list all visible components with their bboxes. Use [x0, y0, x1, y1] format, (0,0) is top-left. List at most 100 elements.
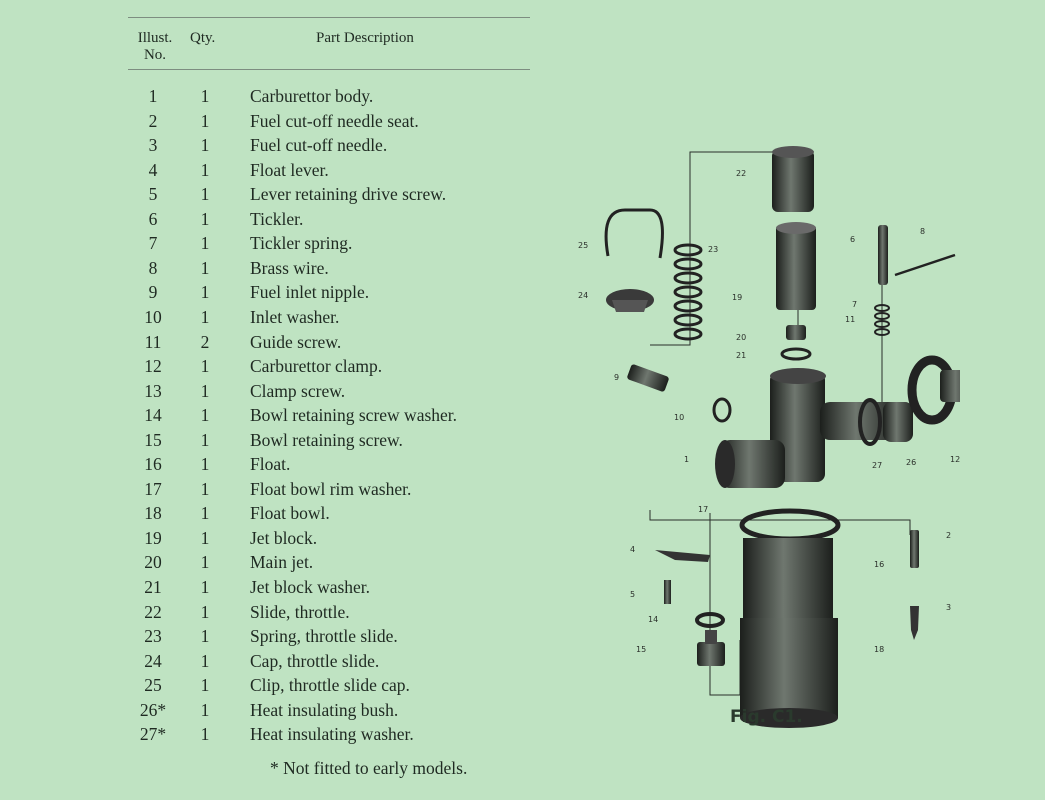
part-qty: 1 [200, 601, 210, 622]
part-description: Jet block. [250, 527, 318, 548]
callout-label: 23 [708, 245, 718, 254]
part-number: 15 [144, 429, 162, 450]
callout-label: 22 [736, 169, 746, 178]
callout-label: 21 [736, 351, 746, 360]
jet-block-part [776, 222, 816, 310]
bowl-screw-washer-part [695, 612, 725, 628]
part-number: 6 [148, 208, 158, 229]
callout-label: 24 [578, 291, 588, 300]
callout-label: 5 [630, 590, 635, 599]
callout-label: 9 [614, 373, 619, 382]
part-number: 8 [148, 257, 158, 278]
callout-label: 20 [736, 333, 746, 342]
part-description: Guide screw. [250, 331, 342, 352]
table-row: 27* 1 Heat insulating washer. [128, 724, 548, 748]
callout-label: 17 [698, 505, 708, 514]
part-qty: 1 [200, 356, 210, 377]
part-number: 4 [148, 159, 158, 180]
part-description: Tickler. [250, 208, 304, 229]
part-qty: 1 [200, 110, 210, 131]
part-description: Spring, throttle slide. [250, 626, 398, 647]
part-qty: 1 [200, 699, 210, 720]
part-number: 27* [139, 724, 167, 745]
part-number: 20 [144, 552, 162, 573]
part-description: Bowl retaining screw washer. [250, 405, 458, 426]
part-number: 23 [144, 626, 162, 647]
part-qty: 1 [200, 86, 210, 106]
callout-label: 16 [874, 560, 884, 569]
part-qty: 1 [200, 454, 210, 475]
table-row: 2 1 Fuel cut-off needle seat. [128, 111, 548, 135]
part-qty: 1 [200, 527, 210, 548]
throttle-slide-part [772, 146, 814, 212]
part-number: 2 [148, 110, 158, 131]
part-description: Main jet. [250, 552, 314, 573]
part-description: Fuel cut-off needle seat. [250, 110, 419, 131]
callout-label: 8 [920, 227, 925, 236]
header-no-line2: No. [143, 47, 167, 63]
table-row: 20 1 Main jet. [128, 552, 548, 576]
part-description: Lever retaining drive screw. [250, 184, 447, 205]
insulating-bush-part [883, 402, 913, 442]
insulating-washer-part [858, 398, 882, 446]
float-bowl-part [739, 508, 841, 728]
part-description: Carburettor clamp. [250, 356, 383, 377]
part-qty: 1 [200, 135, 210, 156]
part-number: 25 [144, 675, 162, 696]
part-qty: 1 [200, 724, 210, 745]
part-qty: 1 [200, 626, 210, 647]
clip-part [604, 208, 664, 259]
header-no: Illust. No. [128, 30, 182, 64]
callout-label: 6 [850, 235, 855, 244]
part-description: Slide, throttle. [250, 601, 350, 622]
float-lever-part [655, 550, 710, 562]
table-row: 8 1 Brass wire. [128, 258, 548, 282]
lever-screw-part [664, 580, 671, 604]
part-number: 12 [144, 356, 162, 377]
table-row: 23 1 Spring, throttle slide. [128, 626, 548, 650]
part-description: Heat insulating washer. [250, 724, 414, 745]
part-number: 9 [148, 282, 158, 303]
part-description: Float. [250, 454, 291, 475]
throttle-spring-part [673, 243, 703, 341]
part-description: Heat insulating bush. [250, 699, 399, 720]
table-row: 26* 1 Heat insulating bush. [128, 700, 548, 724]
part-description: Jet block washer. [250, 577, 371, 597]
part-qty: 1 [200, 257, 210, 278]
part-description: Clip, throttle slide cap. [250, 675, 410, 696]
part-qty: 1 [200, 552, 210, 573]
top-rule [128, 17, 530, 18]
callout-label: 11 [845, 315, 855, 324]
tickler-part [878, 225, 888, 285]
callout-label: 26 [906, 458, 916, 467]
part-number: 13 [144, 380, 162, 401]
table-row: 12 1 Carburettor clamp. [128, 356, 548, 380]
callout-label: 2 [946, 531, 951, 540]
part-description: Carburettor body. [250, 86, 374, 106]
part-qty: 2 [200, 331, 210, 352]
footnote: * Not fitted to early models. [270, 758, 468, 778]
part-number: 26* [139, 699, 167, 720]
callout-label: 15 [636, 645, 646, 654]
part-number: 21 [144, 577, 162, 597]
part-description: Brass wire. [250, 257, 329, 278]
part-qty: 1 [200, 306, 210, 327]
jet-block-washer-part [780, 347, 812, 361]
part-number: 18 [144, 503, 162, 524]
part-qty: 1 [200, 650, 210, 671]
callout-label: 3 [946, 603, 951, 612]
part-description: Bowl retaining screw. [250, 429, 403, 450]
